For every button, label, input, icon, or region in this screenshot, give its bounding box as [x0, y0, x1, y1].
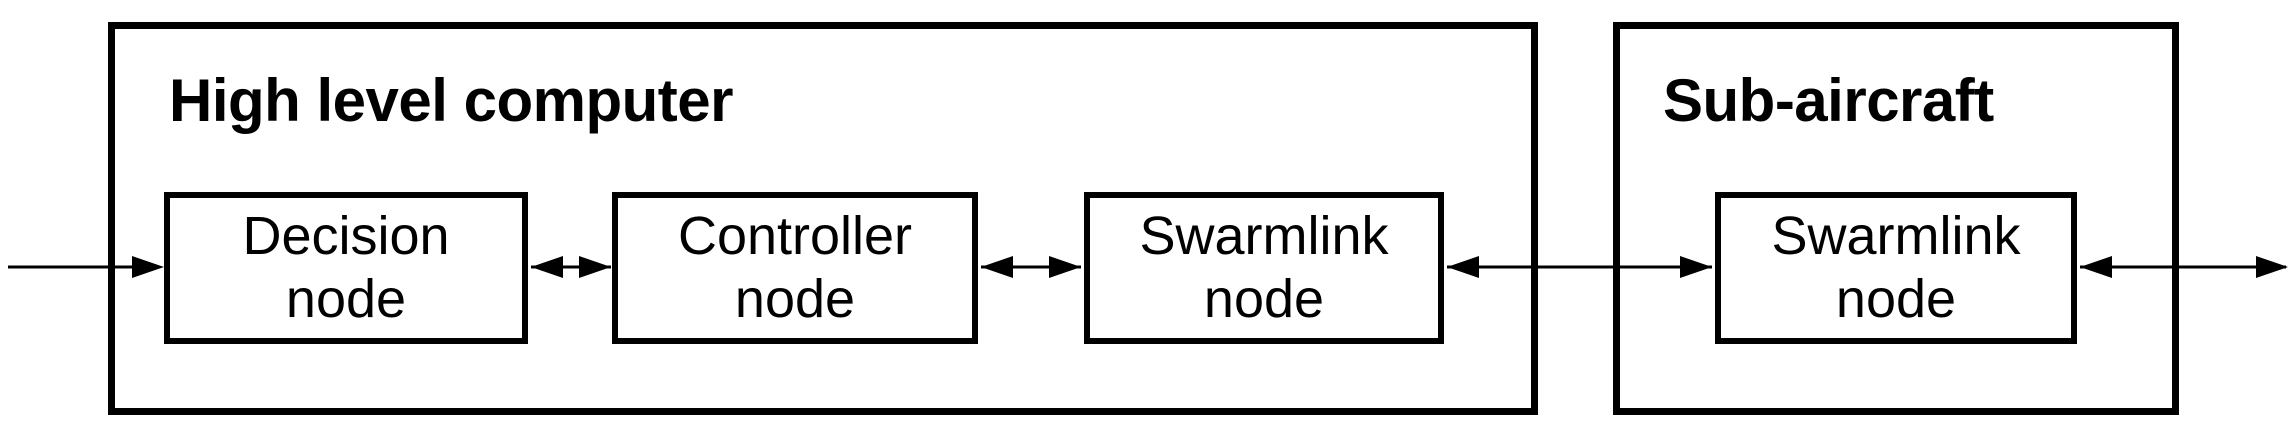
container-sub-aircraft	[1613, 22, 2179, 415]
node-controller-label: Controller node	[677, 206, 913, 329]
node-swarmlink-sub-aircraft: Swarmlink node	[1715, 192, 2077, 344]
container-high-level-computer	[108, 22, 1538, 415]
container-title-sub-aircraft: Sub-aircraft	[1663, 67, 1994, 134]
node-swarmlink-high-level-label: Swarmlink node	[1139, 206, 1389, 329]
node-controller: Controller node	[612, 192, 978, 344]
node-decision-label: Decision node	[242, 206, 450, 329]
node-swarmlink-high-level: Swarmlink node	[1084, 192, 1444, 344]
node-swarmlink-sub-aircraft-label: Swarmlink node	[1771, 206, 2021, 329]
container-title-high-level-computer: High level computer	[169, 67, 733, 134]
node-decision: Decision node	[164, 192, 528, 344]
